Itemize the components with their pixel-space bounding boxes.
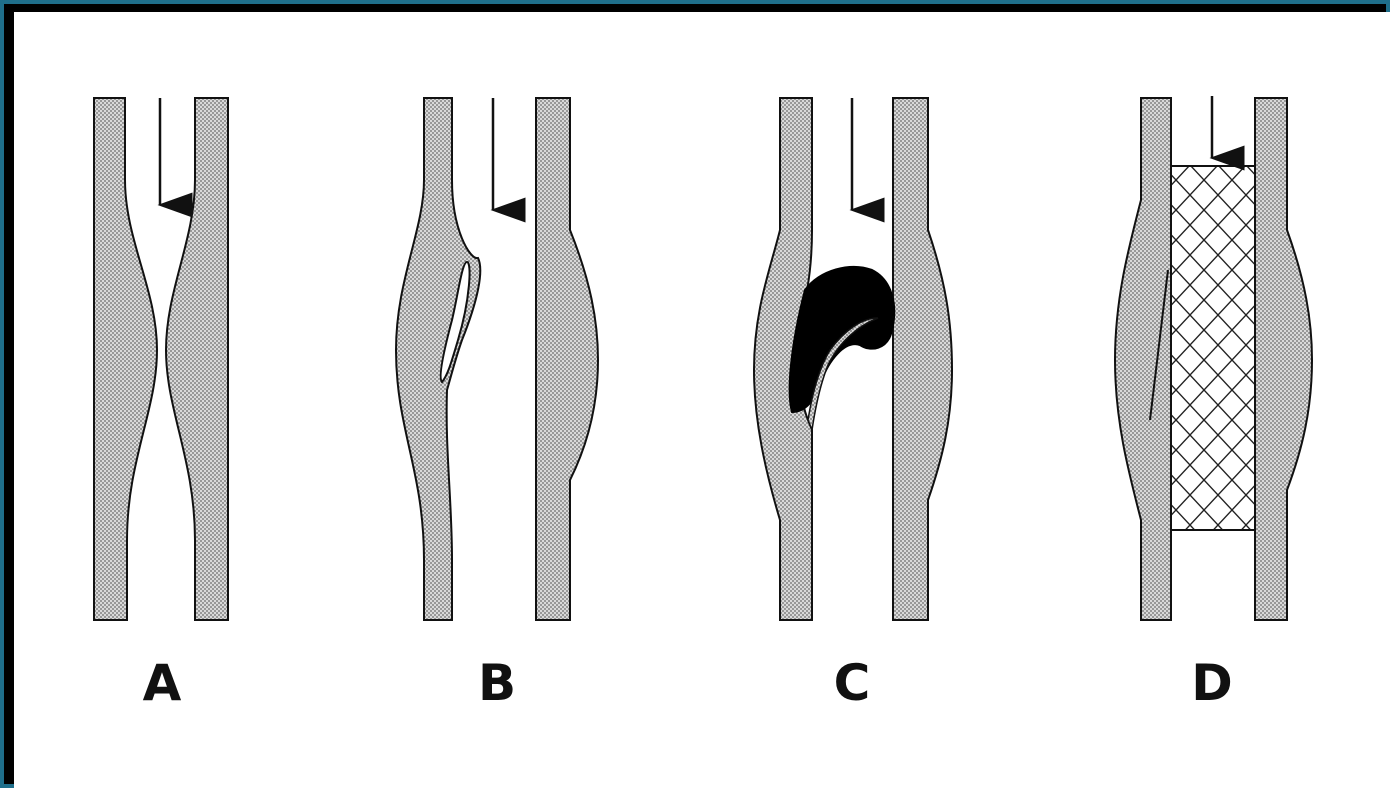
panel-a-stenosis [94,98,228,620]
panel-b-left-wall [396,98,480,620]
panel-a-left-wall [94,98,157,620]
panel-b-right-wall [536,98,598,620]
panel-d-left-wall [1115,98,1171,620]
panel-c-right-wall [893,98,952,620]
panel-d-label: D [1191,654,1233,712]
panel-c-label: C [834,654,871,712]
panel-d-stent [1115,96,1312,620]
panel-b-dissection [396,98,598,620]
panel-d-stent-mesh [1171,166,1255,530]
panel-c-thrombus [754,98,952,620]
panel-a-label: A [143,654,182,712]
panel-b-label: B [478,654,516,712]
panel-d-right-wall [1255,98,1312,620]
panel-a-right-wall [166,98,228,620]
